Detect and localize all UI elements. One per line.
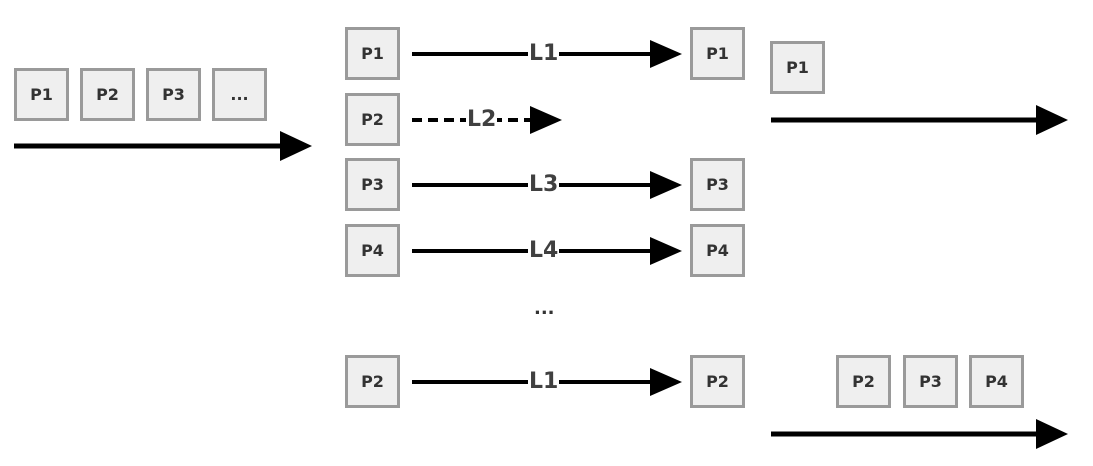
path-2-link-label: L2: [466, 107, 498, 132]
path-1-source: P1: [345, 27, 400, 80]
path-arrow-2-dashed: [412, 106, 562, 134]
input-packet-more: ...: [212, 68, 267, 121]
output-bottom-packet-1: P2: [836, 355, 891, 408]
input-packet-1: P1: [14, 68, 69, 121]
path-2-source: P2: [345, 93, 400, 146]
path-1-dest: P1: [690, 27, 745, 80]
input-stream-arrow: [14, 131, 312, 161]
path-3-link-label: L3: [528, 172, 560, 197]
path-4-source: P4: [345, 224, 400, 277]
path-3-source: P3: [345, 158, 400, 211]
path-4-link-label: L4: [528, 238, 560, 263]
output-stream-arrow-top: [771, 105, 1068, 135]
path-5-source: P2: [345, 355, 400, 408]
path-5-link-label: L1: [528, 369, 560, 394]
paths-ellipsis: ...: [534, 298, 555, 319]
path-4-dest: P4: [690, 224, 745, 277]
output-bottom-packet-2: P3: [903, 355, 958, 408]
output-stream-arrow-bottom: [771, 419, 1068, 449]
output-bottom-packet-3: P4: [969, 355, 1024, 408]
input-packet-2: P2: [80, 68, 135, 121]
path-3-dest: P3: [690, 158, 745, 211]
path-1-link-label: L1: [528, 41, 560, 66]
path-5-dest: P2: [690, 355, 745, 408]
output-top-packet-1: P1: [770, 41, 825, 94]
input-packet-3: P3: [146, 68, 201, 121]
